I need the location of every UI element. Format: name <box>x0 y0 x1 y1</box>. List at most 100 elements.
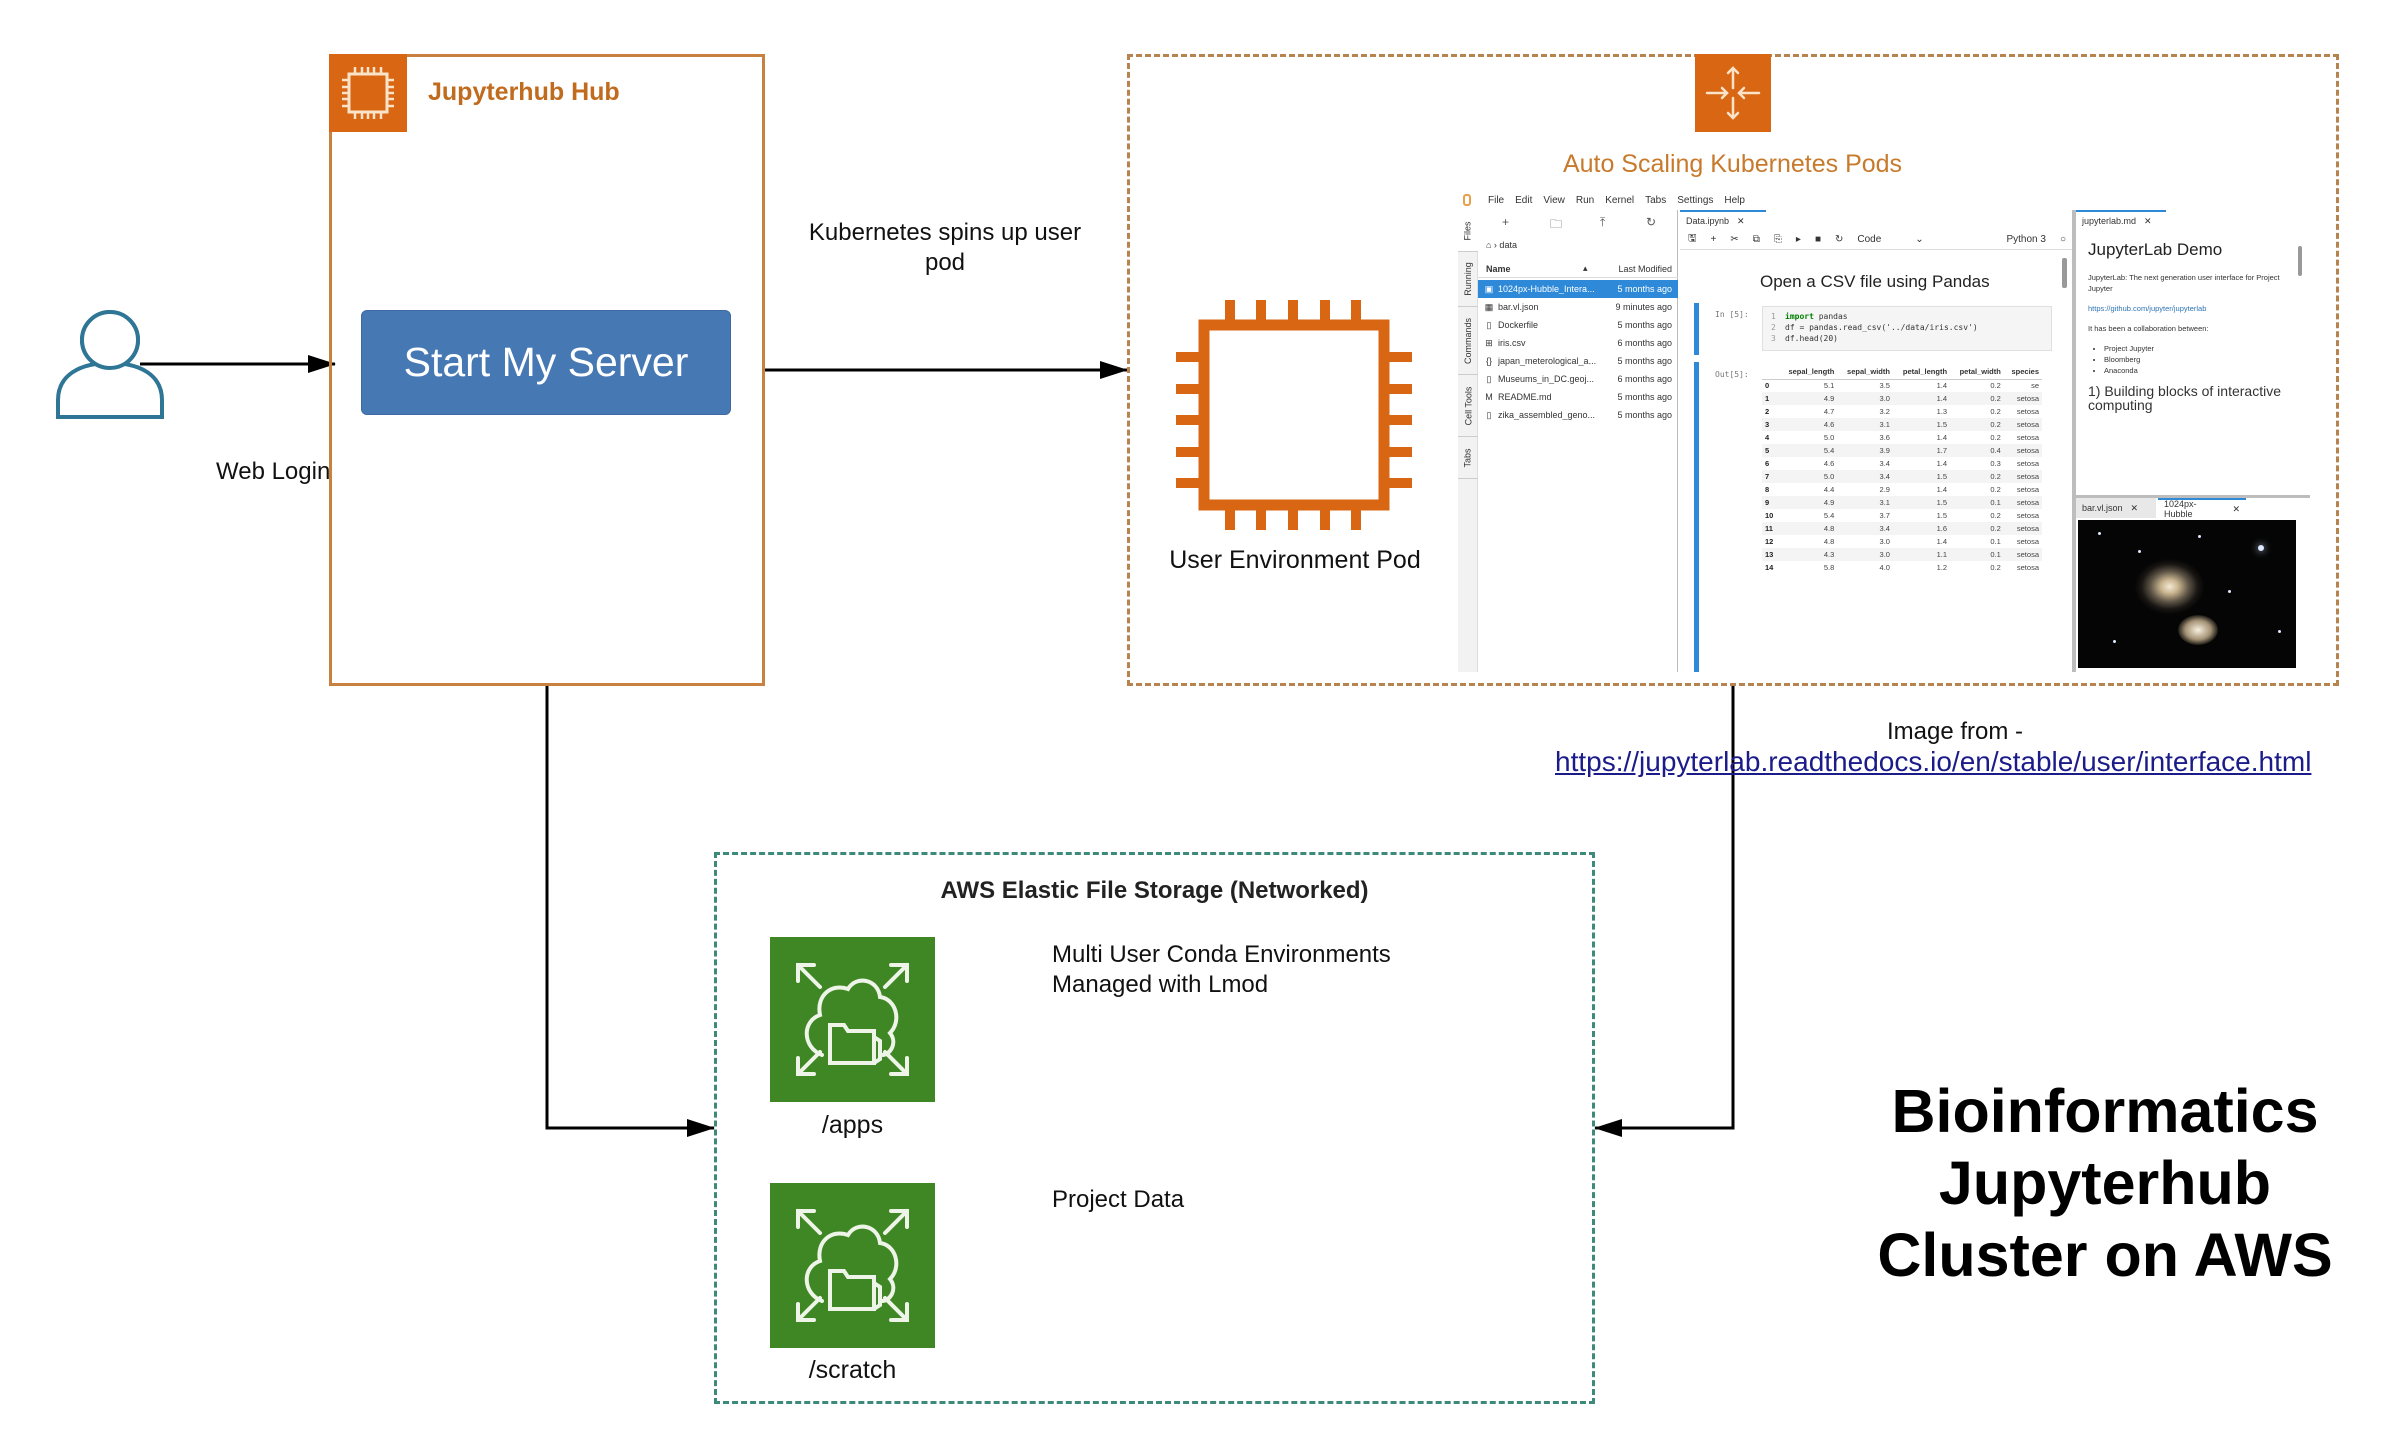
table-cell: 3.4 <box>1879 459 1890 468</box>
cut-icon[interactable]: ✂ <box>1730 234 1739 245</box>
side-tab-cell-tools[interactable]: Cell Tools <box>1458 375 1478 437</box>
table-cell: 1.4 <box>1936 433 1948 442</box>
table-cell: setosa <box>2016 485 2039 494</box>
cpu-chip-icon <box>329 54 407 132</box>
markdown-link[interactable]: https://github.com/jupyter/jupyterlab <box>2088 304 2207 313</box>
menu-file[interactable]: File <box>1488 194 1505 206</box>
side-tab-files[interactable]: Files <box>1458 210 1478 252</box>
file-list-item[interactable]: {}japan_meterological_a...5 months ago <box>1478 352 1678 370</box>
refresh-icon[interactable]: ↻ <box>1646 215 1657 229</box>
close-icon[interactable]: ✕ <box>2232 503 2240 514</box>
restart-icon[interactable]: ↻ <box>1834 234 1844 245</box>
table-cell: 10 <box>1765 511 1774 520</box>
table-cell: 1.5 <box>1892 418 1951 431</box>
markdown-icon: M <box>1485 392 1493 402</box>
new-folder-icon[interactable]: 🗀 <box>1550 217 1563 231</box>
table-header <box>1762 365 1779 380</box>
tab-hubble-image[interactable]: 1024px-Hubble ✕ <box>2158 498 2246 519</box>
close-icon[interactable]: ✕ <box>1737 215 1745 226</box>
file-breadcrumb[interactable]: ⌂ › data <box>1486 240 1517 250</box>
jupyter-logo-icon <box>1463 194 1471 206</box>
close-icon[interactable]: ✕ <box>2144 215 2152 226</box>
file-list-item[interactable]: ▯zika_assembled_geno...5 months ago <box>1478 406 1678 424</box>
table-cell: 0.1 <box>1950 496 2004 509</box>
side-tab-commands[interactable]: Commands <box>1458 307 1478 375</box>
image-credit-link[interactable]: https://jupyterlab.readthedocs.io/en/sta… <box>1555 746 2312 777</box>
save-icon[interactable]: 🖫 <box>1688 233 1697 244</box>
stop-icon[interactable]: ■ <box>1814 234 1821 245</box>
file-name: Museums_in_DC.geoj... <box>1498 374 1595 384</box>
table-cell: 5.4 <box>1823 511 1835 520</box>
scratch-description: Project Data <box>1052 1186 1185 1213</box>
file-modified: 5 months ago <box>1617 392 1672 402</box>
col-name[interactable]: Name <box>1486 264 1511 274</box>
run-icon[interactable]: ▸ <box>1795 234 1801 245</box>
table-cell: 0.2 <box>1990 485 2001 494</box>
col-last-modified[interactable]: Last Modified <box>1618 264 1672 274</box>
menu-kernel[interactable]: Kernel <box>1605 194 1635 206</box>
file-modified: 6 months ago <box>1617 338 1672 348</box>
file-list-item[interactable]: ▯Museums_in_DC.geoj...6 months ago <box>1478 370 1678 388</box>
jupyterhub-hub-group <box>329 54 765 686</box>
tab-data-ipynb[interactable]: Data.ipynb ✕ <box>1680 210 1766 230</box>
notebook-scrollbar[interactable] <box>2062 258 2067 288</box>
start-my-server-button[interactable]: Start My Server <box>361 310 731 415</box>
table-cell: setosa <box>2003 418 2042 431</box>
table-cell: 5.0 <box>1823 433 1835 442</box>
hubble-galaxy-image <box>2078 520 2296 668</box>
table-cell: 4.3 <box>1778 548 1838 561</box>
kernel-name: Python 3 <box>2006 234 2046 245</box>
notebook-heading: Open a CSV file using Pandas <box>1760 272 1990 291</box>
jlab-main-area: Data.ipynb ✕ 🖫 + ✂ ⧉ ⎘ ▸ ■ ↻ Code ⌄ Pyth… <box>1680 210 2310 672</box>
markdown-scrollbar[interactable] <box>2298 246 2302 276</box>
table-cell: 2 <box>1765 407 1770 416</box>
new-launcher-icon[interactable]: + <box>1502 215 1510 229</box>
table-cell: 1.4 <box>1936 459 1948 468</box>
table-cell: setosa <box>2016 537 2039 546</box>
file-list-item[interactable]: ▣1024px-Hubble_Intera...5 months ago <box>1478 280 1678 298</box>
line-number: 3 <box>1771 334 1776 343</box>
upload-icon[interactable]: ⤒ <box>1600 215 1606 229</box>
side-tab-tabs[interactable]: Tabs <box>1458 437 1478 479</box>
menu-edit[interactable]: Edit <box>1515 194 1533 206</box>
markdown-panel: jupyterlab.md ✕ JupyterLab Demo JupyterL… <box>2076 210 2310 495</box>
list-item: Anaconda <box>2104 365 2293 376</box>
chevron-down-icon[interactable]: ⌄ <box>1915 234 1924 245</box>
table-cell: 5.4 <box>1778 444 1838 457</box>
add-cell-icon[interactable]: + <box>1710 234 1717 245</box>
table-cell: 5 <box>1762 444 1779 457</box>
paste-icon[interactable]: ⎘ <box>1773 234 1782 245</box>
side-tab-running[interactable]: Running <box>1458 252 1478 307</box>
tab-jupyterlab-md[interactable]: jupyterlab.md ✕ <box>2076 210 2166 230</box>
file-browser: + 🗀 ⤒ ↻ ⌂ › data Name ▴ Last Modified ▣1… <box>1478 210 1678 672</box>
menu-tabs[interactable]: Tabs <box>1645 194 1667 206</box>
table-cell: 3.5 <box>1879 381 1890 391</box>
menu-view[interactable]: View <box>1543 194 1565 206</box>
table-cell: 0.4 <box>1950 444 2004 457</box>
cell-type-select[interactable]: Code <box>1857 234 1882 245</box>
menu-settings[interactable]: Settings <box>1677 194 1714 206</box>
tab-bar-vl-json[interactable]: bar.vl.json ✕ <box>2076 498 2156 518</box>
in-prompt: In [5]: <box>1715 310 1749 319</box>
copy-icon[interactable]: ⧉ <box>1752 234 1760 245</box>
table-cell: 2.9 <box>1879 485 1890 494</box>
menu-run[interactable]: Run <box>1575 194 1595 206</box>
close-icon[interactable]: ✕ <box>2130 502 2139 513</box>
table-cell: 14 <box>1765 563 1774 572</box>
table-cell: 12 <box>1765 537 1774 546</box>
table-cell: setosa <box>2016 459 2039 468</box>
menu-help[interactable]: Help <box>1724 194 1745 206</box>
